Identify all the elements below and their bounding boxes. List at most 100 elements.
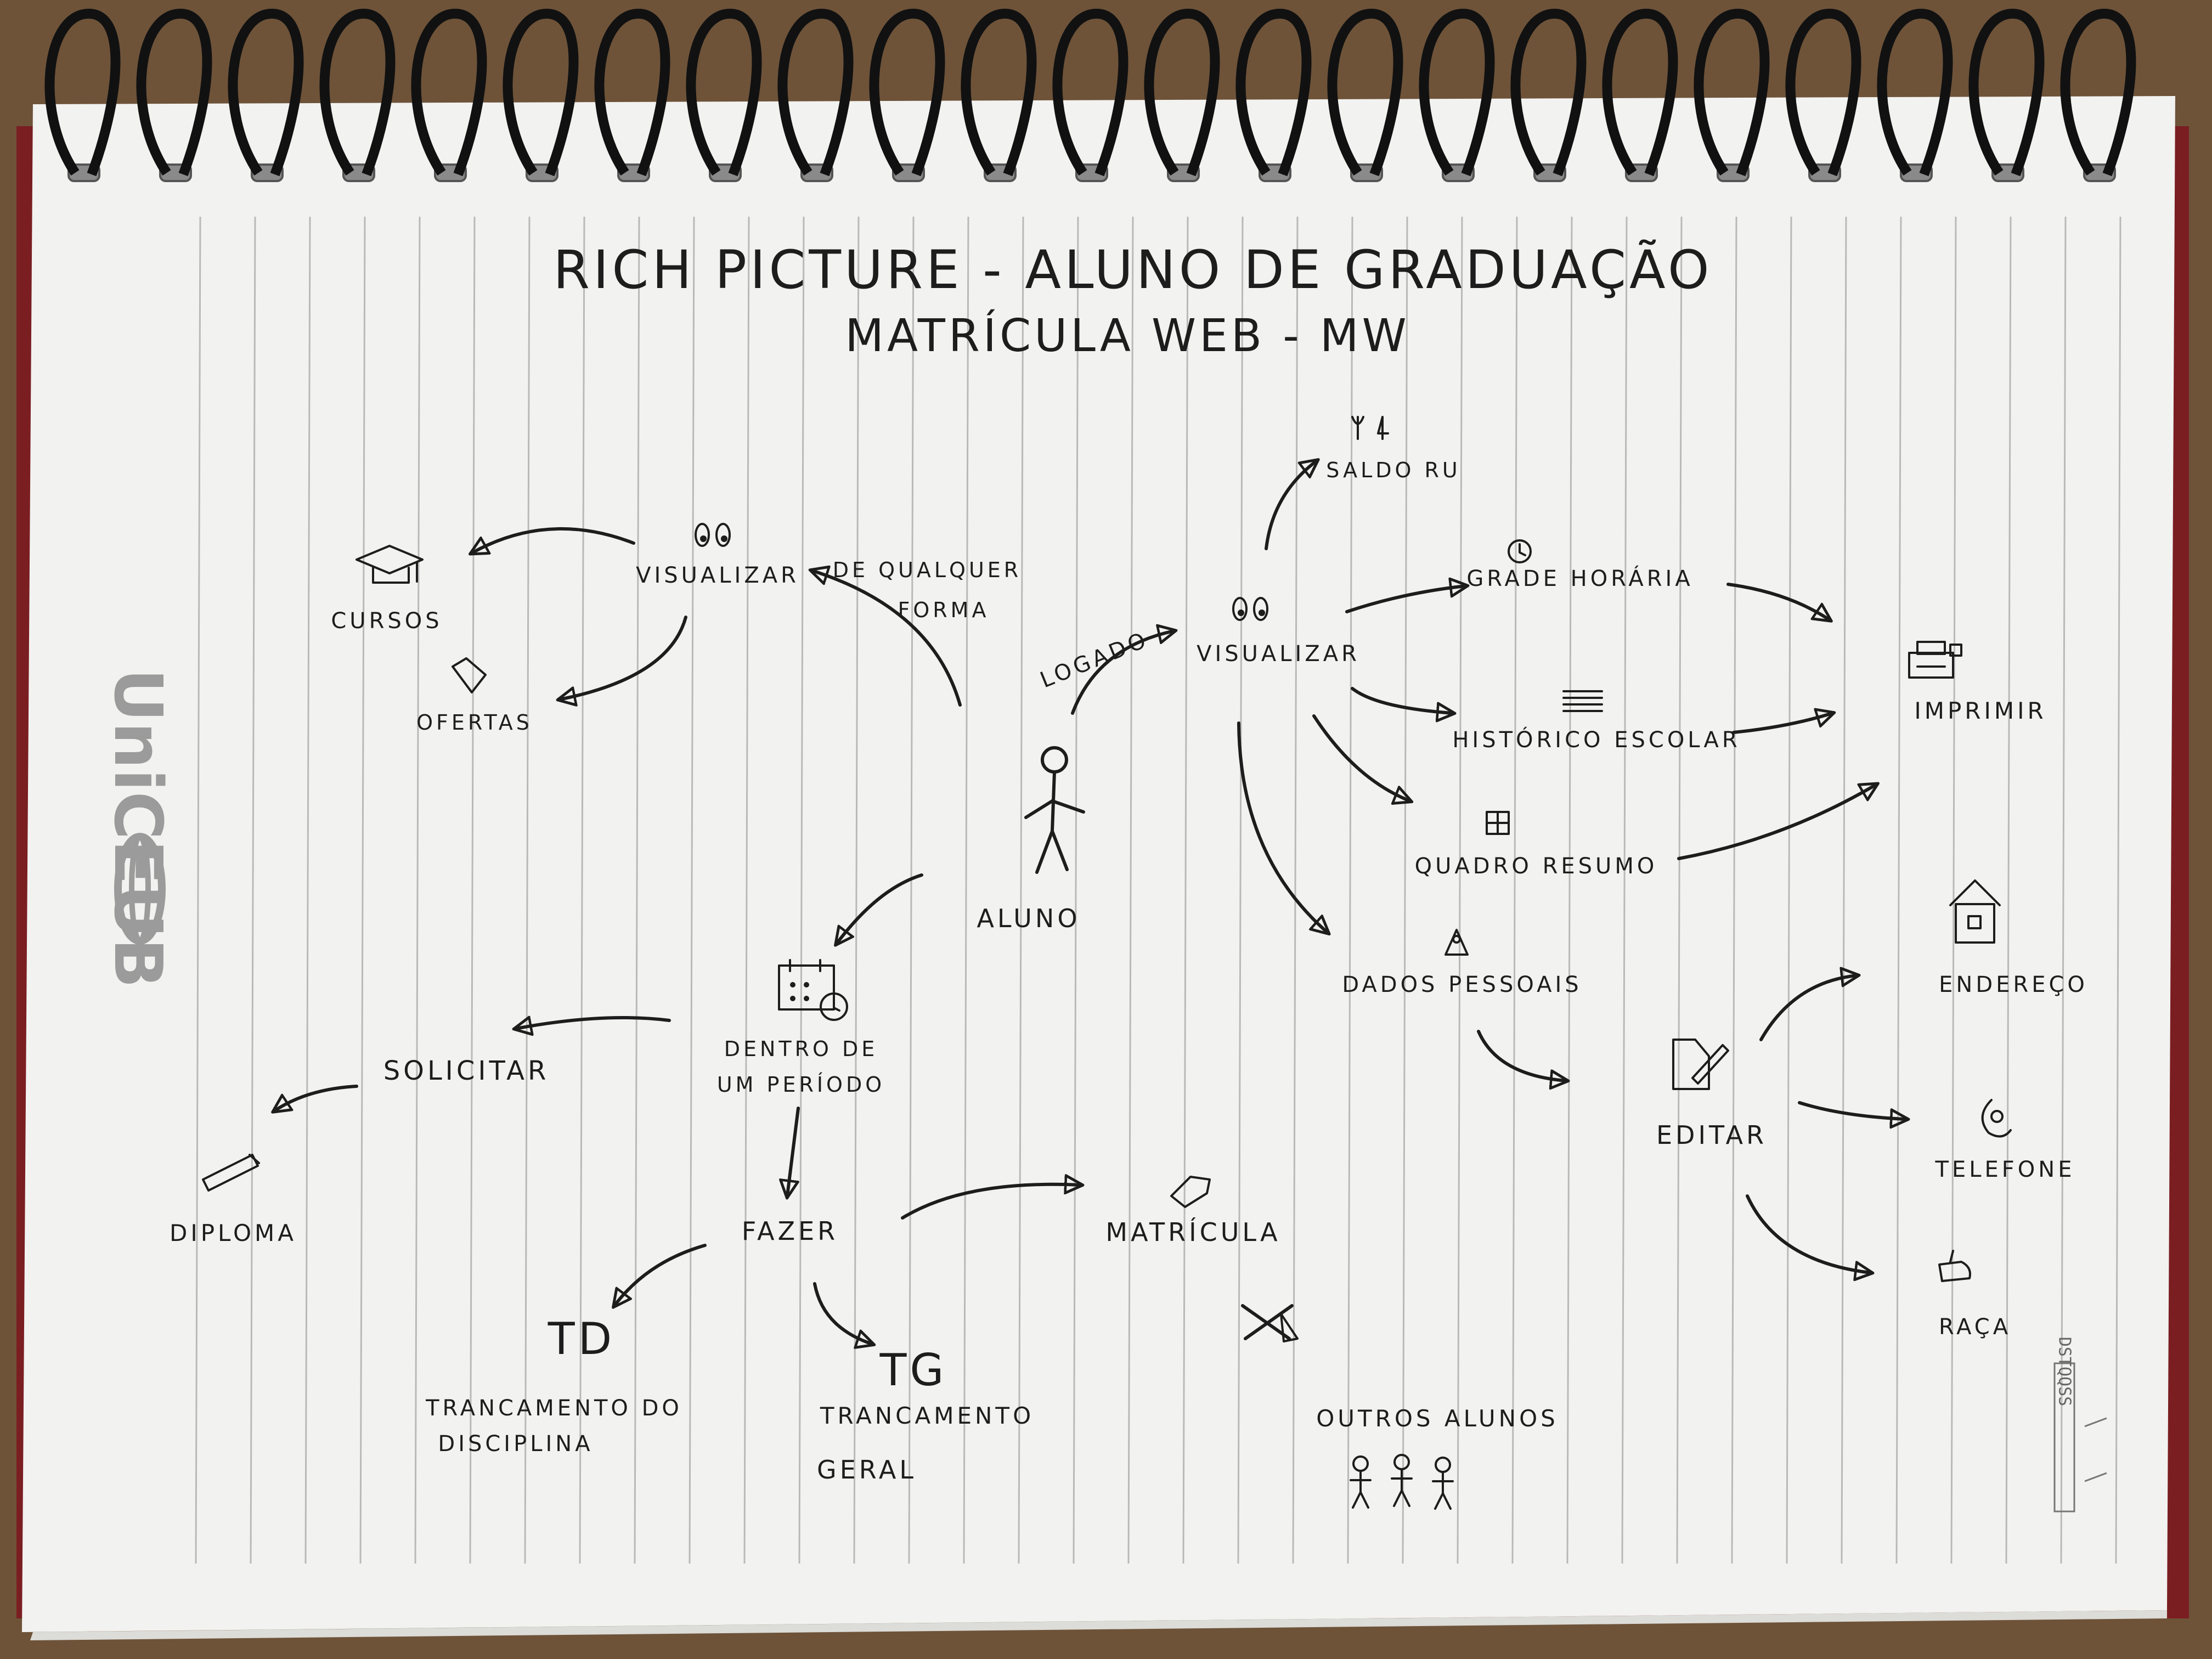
page-ruling-line: [414, 216, 421, 1564]
outros-alunos-label: OUTROS ALUNOS: [1316, 1405, 1559, 1432]
person-bust-icon: [1444, 929, 1469, 956]
spiral-ring: [228, 8, 304, 177]
weekday-stamp-text: DSTQQSS: [2055, 1337, 2074, 1406]
spiral-ring: [869, 8, 945, 177]
view-logged-label: VISUALIZAR: [1197, 641, 1360, 667]
spiral-ring: [1602, 8, 1678, 177]
arrow-periodo-to-solicitar: [516, 1018, 671, 1029]
diagram-title: RICH PICTURE - ALUNO DE GRADUAÇÃO: [553, 239, 1712, 301]
historico-escolar-label: HISTÓRICO ESCOLAR: [1452, 726, 1740, 753]
arrow-actor-to-periodo: [837, 873, 923, 944]
diploma-label: DIPLOMA: [170, 1220, 297, 1246]
solicitar-label: SOLICITAR: [383, 1056, 550, 1086]
spiral-ring: [1144, 8, 1220, 177]
arrow-to-dados-pessoais: [1237, 721, 1328, 933]
spiral-ring: [1327, 8, 1403, 177]
spiral-ring: [1235, 8, 1312, 177]
arrow-to-raca: [1746, 1194, 1871, 1273]
spiral-ring: [136, 8, 212, 177]
arrow-to-endereco: [1759, 975, 1857, 1041]
actor-label: ALUNO: [977, 904, 1080, 933]
page-ruling-line: [1511, 216, 1518, 1564]
spiral-ring: [1052, 8, 1128, 177]
tg-description-2: GERAL: [817, 1455, 917, 1485]
weekday-stamp: DSTQQSS: [2053, 1337, 2107, 1513]
page-ruling-line: [798, 216, 805, 1564]
grid-icon: [1486, 811, 1510, 835]
page-ruling-line: [1566, 216, 1573, 1564]
fork-knife-icon: [1351, 416, 1389, 440]
arrow-fazer-to-matricula: [901, 1184, 1081, 1220]
arrow-solicitar-to-diploma: [274, 1085, 358, 1111]
graduation-cap-icon: [356, 545, 424, 584]
arrow-periodo-to-fazer: [787, 1107, 800, 1196]
quadro-resumo-label: QUADRO RESUMO: [1415, 854, 1658, 879]
spiral-ring: [1877, 8, 1953, 177]
phone-icon: [1981, 1099, 2012, 1138]
calendar-clock-icon: [778, 959, 848, 1021]
any-way-label-1: DE QUALQUER: [833, 558, 1022, 582]
endereco-label: ENDEREÇO: [1939, 972, 2088, 997]
page-ruling-line: [1676, 216, 1683, 1564]
printer-icon: [1908, 641, 1962, 679]
page-ruling-line: [1073, 216, 1079, 1564]
crossed-swords-icon: [1241, 1304, 1299, 1342]
page-ruling-line: [1731, 216, 1737, 1564]
edit-document-icon: [1672, 1039, 1729, 1090]
page-ruling-line: [963, 216, 969, 1564]
arrow-fazer-to-tg: [813, 1282, 872, 1344]
arrow-quadro-to-imprimir: [1677, 785, 1876, 860]
any-way-label-2: FORMA: [898, 598, 990, 622]
tag-icon: [452, 657, 487, 693]
arrow-to-saldo-ru: [1265, 461, 1317, 550]
view-public-label: VISUALIZAR: [636, 563, 799, 588]
imprimir-label: IMPRIMIR: [1914, 697, 2046, 724]
td-description-1: TRANCAMENTO DO: [425, 1396, 682, 1421]
page-rulings: [195, 216, 2121, 1564]
arrow-grade-to-imprimir: [1726, 583, 1830, 620]
telefone-label: TELEFONE: [1935, 1157, 2075, 1182]
arrow-fazer-to-td: [614, 1244, 707, 1306]
page-ruling-line: [634, 216, 640, 1564]
spiral-ring: [1785, 8, 1861, 177]
spiral-ring: [686, 8, 762, 177]
td-description-2: DISCIPLINA: [438, 1431, 593, 1457]
dados-pessoais-label: DADOS PESSOAIS: [1342, 972, 1582, 997]
periodo-label-2: UM PERÍODO: [717, 1073, 885, 1097]
spiral-binding: [44, 8, 2136, 182]
cursos-label: CURSOS: [331, 608, 442, 634]
spiral-ring: [411, 8, 487, 177]
tg-description-1: TRANCAMENTO: [820, 1402, 1034, 1429]
grade-horaria-label: GRADE HORÁRIA: [1466, 565, 1693, 591]
page-ruling-line: [1841, 216, 1847, 1564]
page-ruling-line: [1895, 216, 1902, 1564]
page-ruling-line: [2060, 216, 2067, 1564]
td-label: TD: [548, 1313, 615, 1364]
page-ruling-line: [1457, 216, 1463, 1564]
raca-label: RAÇA: [1939, 1314, 2011, 1340]
page-ruling-line: [195, 216, 201, 1564]
page-ruling-line: [1127, 216, 1134, 1564]
eyes-icon: [1232, 597, 1268, 621]
page-ruling-line: [908, 216, 915, 1564]
ofertas-label: OFERTAS: [416, 710, 533, 735]
page-ruling-line: [304, 216, 311, 1564]
arrow-to-grade-horaria: [1345, 586, 1466, 613]
arrow-actor-to-view-logged: [1071, 631, 1174, 715]
arrow-dados-to-editar: [1477, 1030, 1566, 1081]
page-edges: [30, 1610, 2167, 1640]
matricula-label: MATRÍCULA: [1105, 1217, 1280, 1247]
eyes-icon: [695, 523, 731, 547]
clock-icon: [1508, 539, 1532, 563]
page-ruling-line: [469, 216, 476, 1564]
uniceub-logo-mark: [114, 833, 166, 945]
tg-label: TG: [879, 1345, 947, 1396]
arrow-view-to-cursos: [472, 527, 635, 553]
page-ruling-line: [1402, 216, 1408, 1564]
page-ruling-line: [524, 216, 531, 1564]
spiral-ring: [961, 8, 1037, 177]
stick-figure-icon: [1024, 746, 1085, 874]
spiral-ring: [1694, 8, 1770, 177]
arrow-historico-to-imprimir: [1732, 713, 1832, 734]
